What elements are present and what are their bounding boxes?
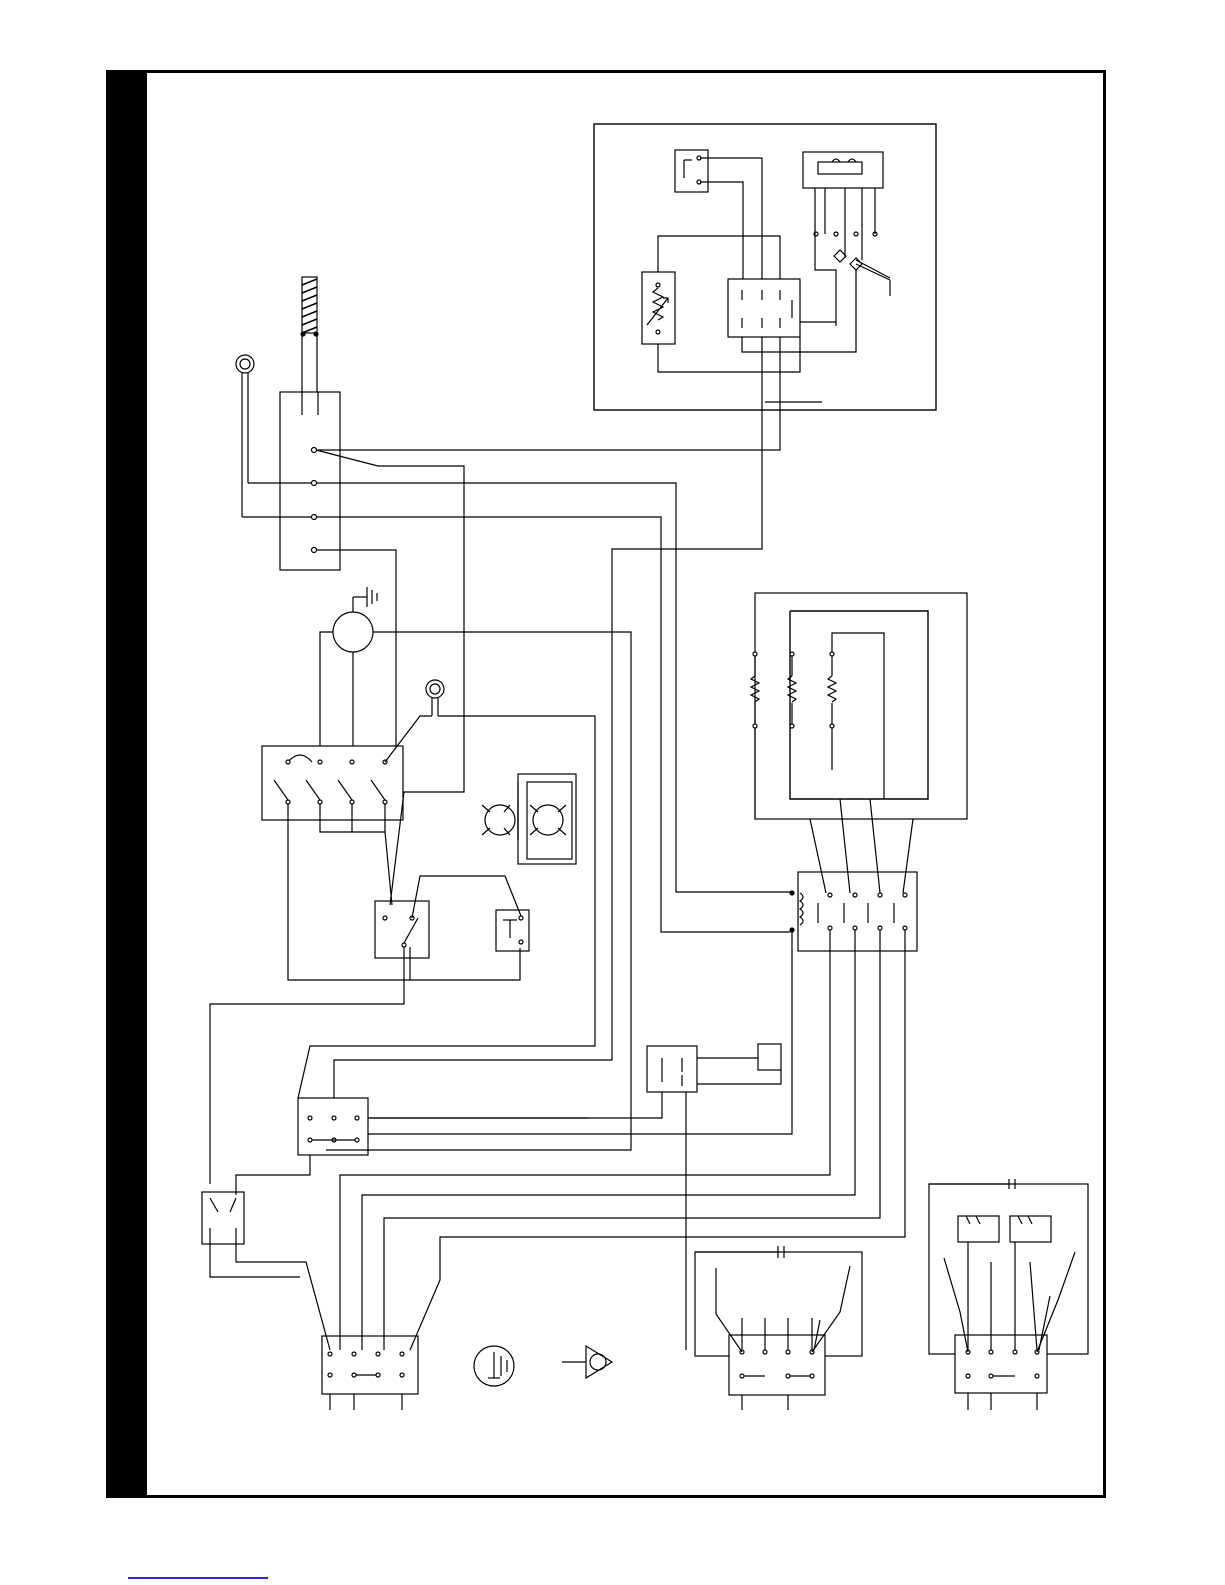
switch-pole-3 [338,760,354,804]
switch-pole-2 [306,760,322,804]
ground-symbol-icon [474,1346,514,1386]
relay-icon [728,279,800,337]
small-relay-icon [647,1044,781,1092]
timer-block [803,152,883,188]
pilot-lamp-2-icon [426,680,444,716]
sensor-terminals [814,232,890,296]
connector-block-c [695,1246,862,1410]
connector-block-d [929,1179,1088,1410]
resistor-2-icon [788,652,796,728]
terminal-block [280,392,340,570]
power-switch-icon [202,1192,244,1244]
heating-lamps [482,774,576,864]
power-cord [301,277,318,392]
connector-block-b [322,1336,418,1410]
pushbutton-icon [675,150,708,192]
lamp-1-icon [482,805,515,835]
switch-pole-4 [371,760,387,804]
switch-pole-1 [274,760,290,804]
thermostat-icon [642,272,675,344]
contactor-icon [790,872,917,951]
pilot-lamp-icon [236,355,254,517]
lamp-2-icon [530,805,566,835]
resistor-3-icon [828,652,836,728]
selector-switch [262,746,403,820]
ground-icon [367,587,377,607]
pushbutton-2-icon [496,910,529,951]
connector-block-a [298,1098,368,1155]
heating-elements [751,593,967,819]
connector-symbol-icon [562,1346,612,1378]
relay-2-icon [375,901,429,958]
footer-link[interactable] [128,1577,268,1579]
